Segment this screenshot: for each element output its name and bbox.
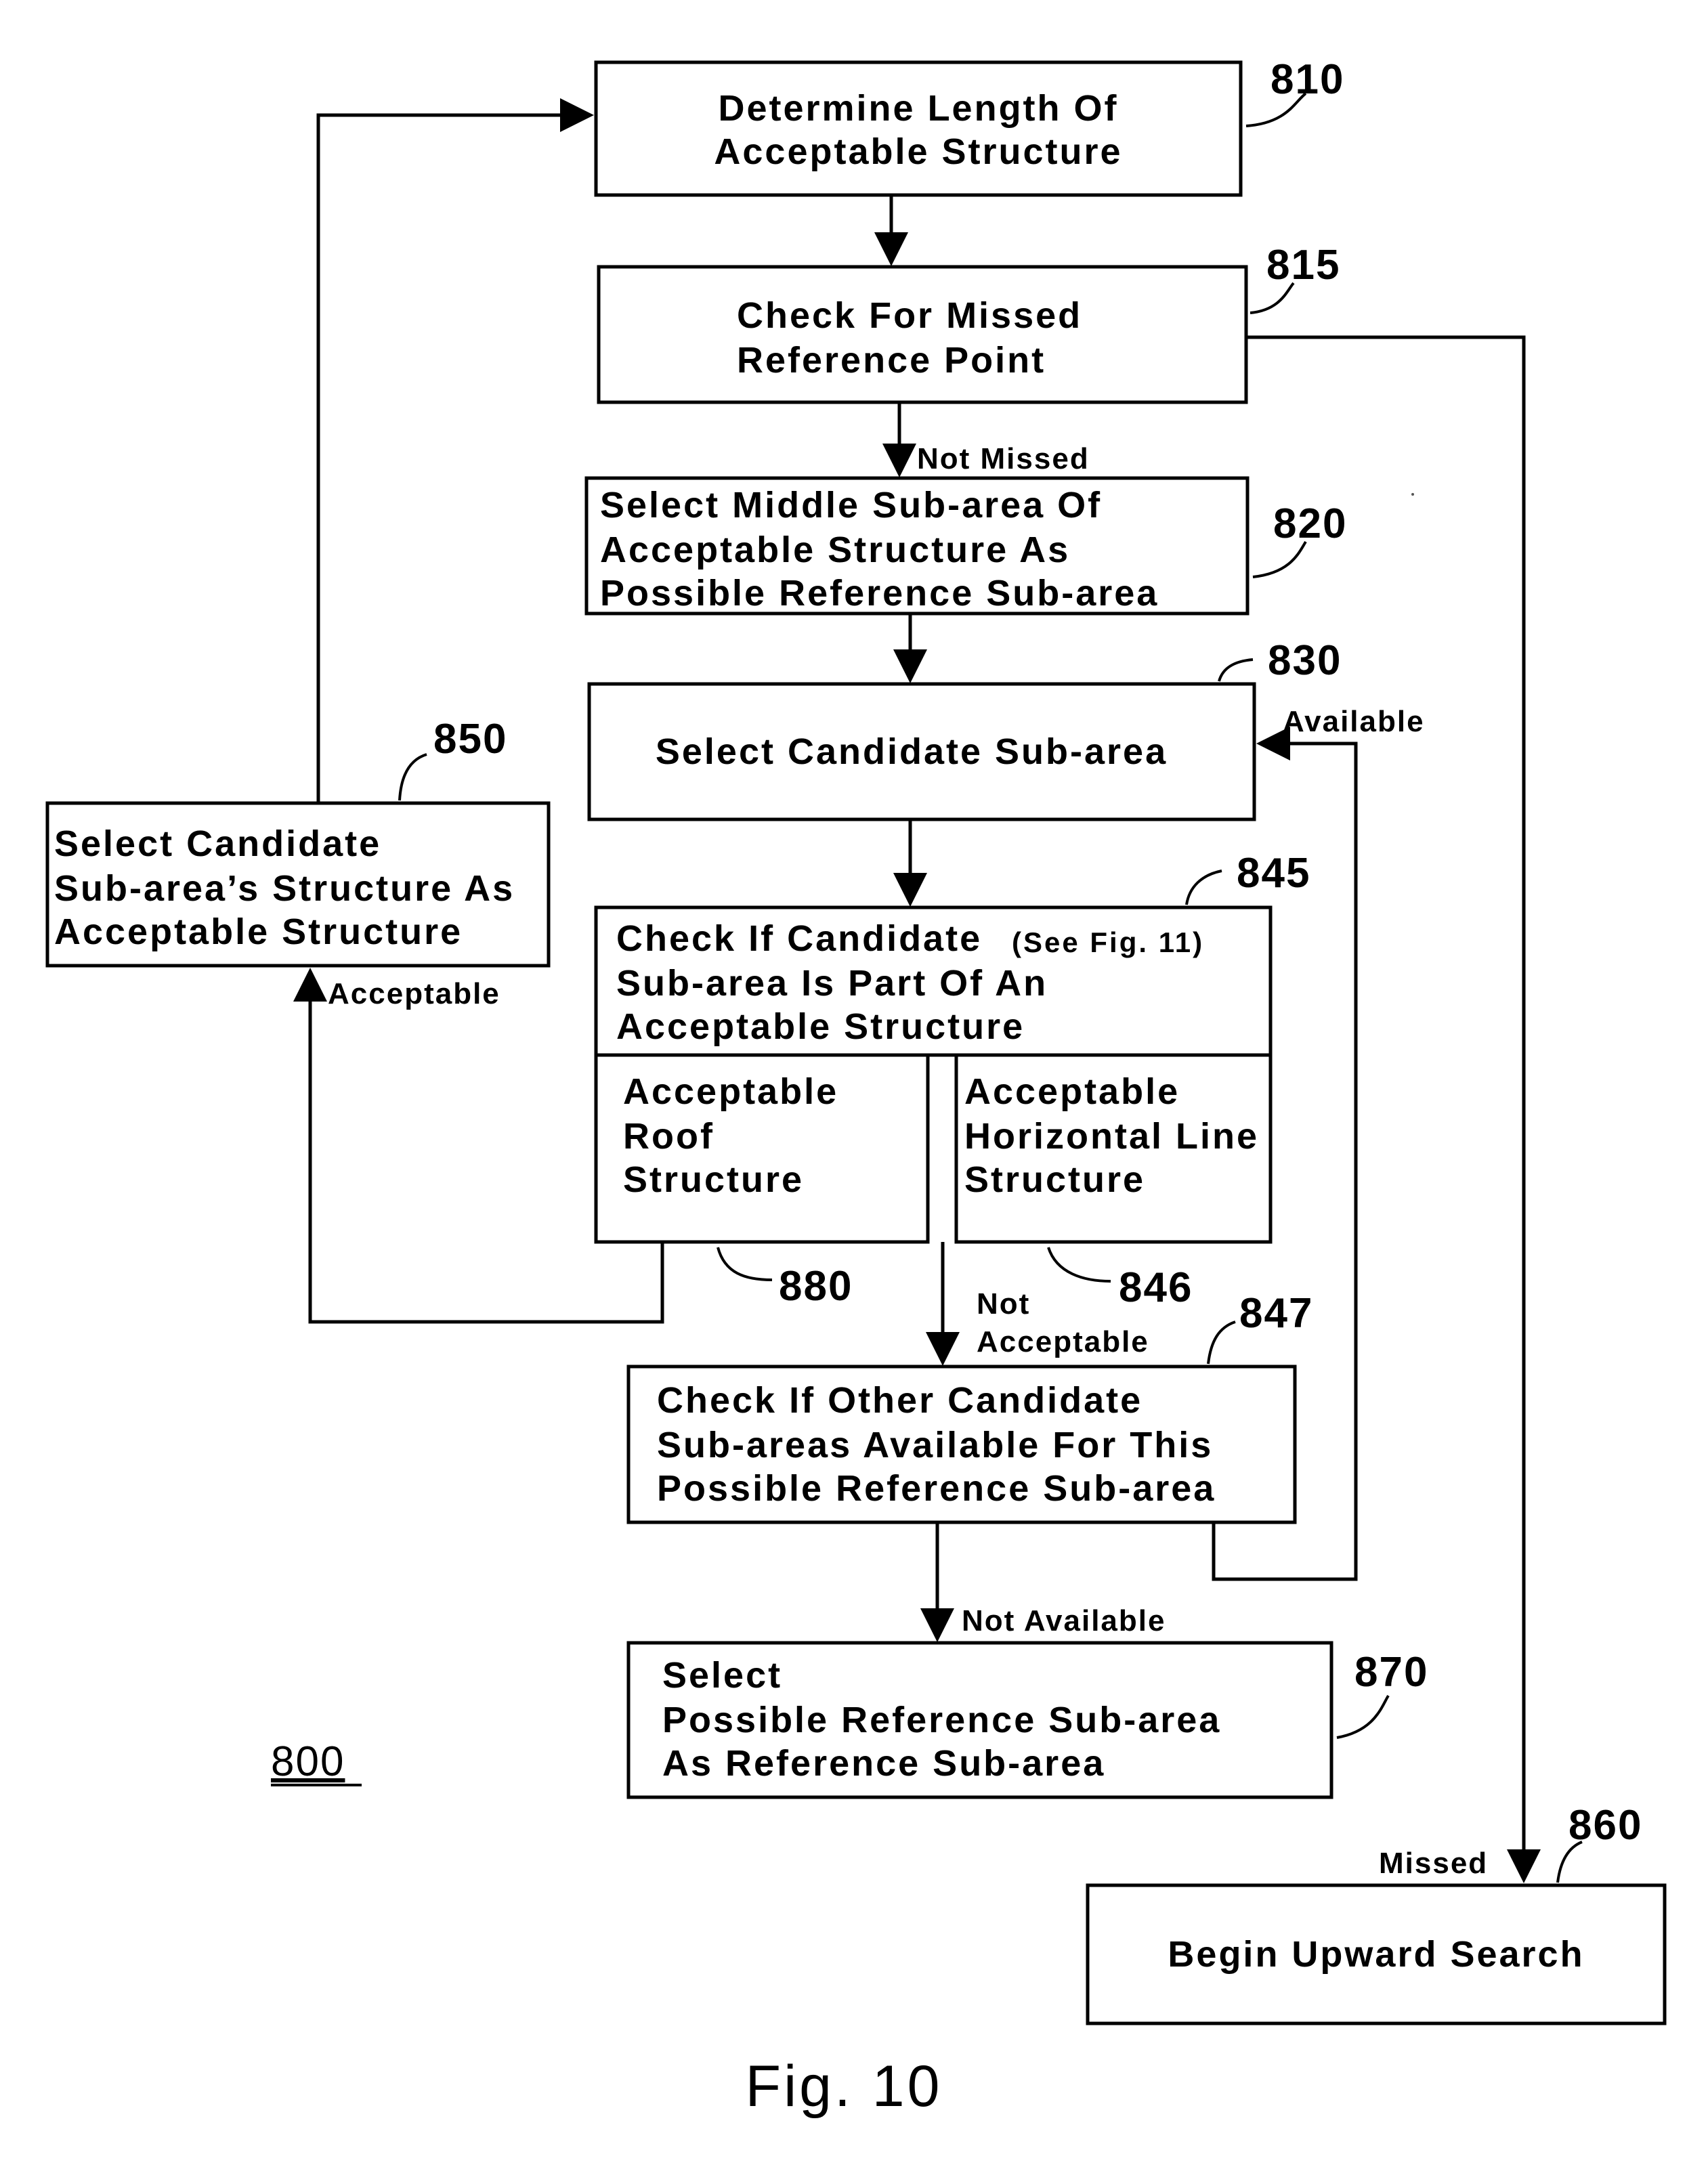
ref-870: 870	[1354, 1649, 1428, 1696]
node-860-line-1: Begin Upward Search	[1168, 1934, 1584, 1975]
node-845-line-2: Sub-area Is Part Of An	[616, 963, 1048, 1004]
node-847-line-3: Possible Reference Sub-area	[657, 1468, 1216, 1509]
node-846-line-1: Acceptable	[964, 1071, 1180, 1112]
ref-880: 880	[779, 1263, 853, 1310]
leader-830	[1219, 660, 1253, 681]
node-880-line-1: Acceptable	[623, 1071, 838, 1112]
node-845-line-3: Acceptable Structure	[616, 1006, 1025, 1047]
ref-810-group: 810	[1246, 56, 1344, 126]
node-810-line-2: Acceptable Structure	[714, 131, 1122, 172]
node-845: Check If Candidate (See Fig. 11) Sub-are…	[596, 907, 1271, 1055]
ref-860-group: 860	[1558, 1802, 1642, 1883]
node-847-line-1: Check If Other Candidate	[657, 1380, 1143, 1421]
ref-815-group: 815	[1250, 242, 1340, 313]
ref-815: 815	[1266, 242, 1340, 288]
leader-847	[1208, 1322, 1235, 1364]
node-810-line-1: Determine Length Of	[718, 88, 1118, 129]
edge-label-available: Available	[1283, 705, 1425, 738]
node-880-line-3: Structure	[623, 1159, 804, 1200]
node-820-line-1: Select Middle Sub-area Of	[600, 485, 1102, 525]
ref-846: 846	[1119, 1264, 1193, 1311]
node-870-line-1: Select	[662, 1655, 782, 1696]
edge-label-acceptable: Acceptable	[328, 977, 500, 1010]
ref-847-group: 847	[1208, 1290, 1313, 1364]
leader-870	[1337, 1696, 1388, 1738]
ref-847: 847	[1239, 1290, 1313, 1337]
node-830-line-1: Select Candidate Sub-area	[656, 731, 1168, 772]
figure-label: Fig. 10	[746, 2054, 943, 2119]
edge-label-missed: Missed	[1379, 1847, 1488, 1880]
ref-880-group: 880	[718, 1247, 853, 1310]
node-870: Select Possible Reference Sub-area As Re…	[628, 1643, 1331, 1797]
node-846: Acceptable Horizontal Line Structure	[956, 1055, 1271, 1242]
node-850-line-2: Sub-area’s Structure As	[54, 868, 515, 909]
edge-label-not-missed: Not Missed	[917, 442, 1090, 475]
node-820: Select Middle Sub-area Of Acceptable Str…	[586, 478, 1247, 614]
node-810: Determine Length Of Acceptable Structure	[596, 62, 1241, 195]
arrow-850-to-810	[318, 115, 591, 803]
node-847: Check If Other Candidate Sub-areas Avail…	[628, 1367, 1295, 1522]
ref-870-group: 870	[1337, 1649, 1428, 1738]
node-820-line-3: Possible Reference Sub-area	[600, 573, 1159, 614]
ref-860: 860	[1568, 1802, 1642, 1849]
edge-label-not-acceptable-line-1: Not	[977, 1287, 1030, 1320]
box-810	[596, 62, 1241, 195]
edge-label-not-acceptable-line-2: Acceptable	[977, 1325, 1149, 1358]
node-815-line-2: Reference Point	[737, 340, 1046, 381]
ref-810: 810	[1271, 56, 1344, 103]
node-846-line-3: Structure	[964, 1159, 1145, 1200]
node-845-see-figure-note: (See Fig. 11)	[1012, 926, 1204, 958]
ref-845: 845	[1237, 850, 1310, 897]
scan-dot	[1411, 493, 1414, 496]
ref-820-group: 820	[1253, 500, 1347, 577]
node-880: Acceptable Roof Structure	[596, 1055, 928, 1242]
ref-850-group: 850	[400, 716, 507, 800]
node-870-line-2: Possible Reference Sub-area	[662, 1700, 1221, 1740]
node-815-line-1: Check For Missed	[737, 295, 1082, 336]
diagram-number: 800	[271, 1738, 345, 1785]
node-830: Select Candidate Sub-area	[589, 684, 1254, 819]
node-850-line-3: Acceptable Structure	[54, 911, 463, 952]
ref-846-group: 846	[1048, 1247, 1193, 1311]
node-820-line-2: Acceptable Structure As	[600, 530, 1070, 570]
ref-850: 850	[433, 716, 507, 763]
node-850-line-1: Select Candidate	[54, 823, 381, 864]
node-860: Begin Upward Search	[1088, 1885, 1665, 2023]
leader-846	[1048, 1247, 1111, 1281]
node-847-line-2: Sub-areas Available For This	[657, 1425, 1213, 1465]
leader-850	[400, 754, 427, 800]
node-846-line-2: Horizontal Line	[964, 1116, 1259, 1157]
ref-830-group: 830	[1219, 637, 1342, 684]
leader-845	[1187, 871, 1222, 905]
node-880-line-2: Roof	[623, 1116, 714, 1157]
node-815: Check For Missed Reference Point	[599, 267, 1246, 402]
node-850: Select Candidate Sub-area’s Structure As…	[47, 803, 549, 966]
leader-880	[718, 1247, 772, 1280]
node-870-line-3: As Reference Sub-area	[662, 1743, 1105, 1784]
edge-label-not-available: Not Available	[962, 1604, 1166, 1637]
ref-820: 820	[1273, 500, 1347, 547]
ref-830: 830	[1268, 637, 1342, 684]
node-845-line-1: Check If Candidate	[616, 918, 982, 959]
ref-845-group: 845	[1187, 850, 1310, 905]
